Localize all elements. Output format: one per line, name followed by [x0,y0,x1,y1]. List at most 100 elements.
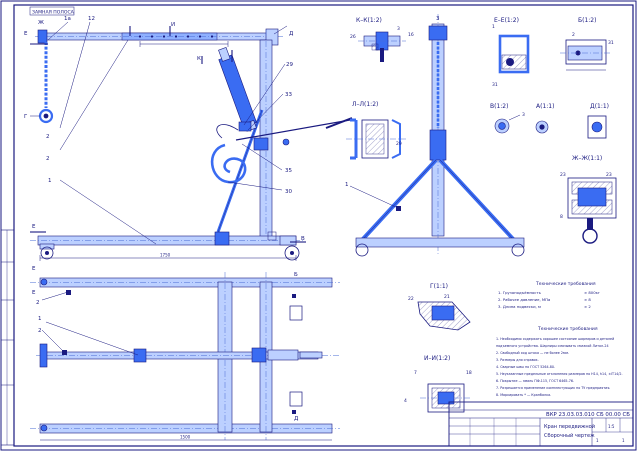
spec-2-value: ≈ 8 [584,297,591,302]
title-sheets: 1 [622,438,625,443]
title-block: ВКР 23.03.03.010 СБ 00.00 СБ Кран передв… [448,401,634,447]
kk-callout-3: 3 [397,26,400,32]
spec-3-value: ≈ 2 [584,304,591,309]
view-kk: К–К(1:2) 26 3 16 [350,17,414,62]
spec-2-label: 2. Рабочее давление, МПа [498,297,550,302]
note-7: 6. Покрытие — эмаль ПФ-115, ГОСТ 6465-76… [496,379,574,383]
view-v: В(1:2) 3 [490,103,525,134]
title-name-2: Сборочный чертеж [544,432,595,439]
view-a-title: А(1:1) [536,103,554,110]
view-b: Б(1:2) 2 31 [560,17,614,71]
front-view: 1750 1а 12 Ж И К [24,16,353,261]
view-ll: Л–Л(1:2) 29 [346,101,406,160]
callout-k: К [197,56,201,62]
plan-callout-d: Д [294,416,299,422]
zhzh-callout-23b: 23 [606,172,612,178]
callout-29: 29 [286,62,293,68]
kk-callout-26: 26 [350,34,356,40]
callout-zh: Ж [38,20,44,26]
view-a: А(1:1) [535,103,554,134]
ii-callout-18: 18 [466,370,472,376]
notes-title: Технические требования [537,326,598,332]
note-3: 2. Свободный ход штока — не более 2мм. [496,351,569,355]
specs-title: Технические требования [535,281,596,287]
ii-callout-7: 7 [414,370,417,376]
callout-g: Г [24,114,28,120]
note-9: 8. Маркировать * — Кранбалка. [496,393,551,397]
view-kk-title: К–К(1:2) [356,17,382,24]
view-d: Д(1:1) [587,103,609,139]
plan-callout-1: 1 [38,316,42,322]
note-2: подъемного устройства. Шарниры смазывать… [496,344,609,348]
v-callout-3: 3 [522,112,525,118]
callout-d: Д [289,31,294,37]
ee-callout-1: 1 [492,24,495,30]
view-d-title: Д(1:1) [590,103,609,110]
g-callout-22: 22 [408,296,414,302]
callout-1: 1 [48,178,52,184]
callout-2a: 2 [46,134,50,140]
top-stamp-text: ЗАМНАЯ ПОЛОСА [32,10,75,16]
plan-length-dim: 1500 [180,435,191,440]
plan-callout-2a: 2 [36,300,40,306]
side-callout-1: 1 [345,182,349,188]
plan-callout-b: Б [294,272,298,278]
spec-1-label: 1. Грузоподъёмность [498,290,542,295]
view-ii-title: И–И(1:2) [424,355,450,362]
callout-12: 12 [88,16,95,22]
front-length-dim: 1750 [160,253,171,258]
side-view: 1 3 [345,14,525,257]
note-4: 3. Размеры для справок. [496,358,539,362]
ii-callout-4: 4 [404,398,407,404]
b-callout-2: 2 [572,32,575,38]
view-ee-title: Е–Е(1:2) [494,17,519,24]
view-g: Г(1:1) 22 21 [408,283,471,331]
zhzh-callout-23: 23 [560,172,566,178]
view-ll-title: Л–Л(1:2) [352,101,378,108]
callout-e1: Е [24,31,28,37]
title-name-1: Кран передвижной [544,423,595,430]
callout-1a: 1а [64,16,71,22]
g-callout-21: 21 [444,294,450,300]
zhzh-callout-b: 8 [560,214,563,220]
plan-view: 1500 Е Е 2 1 2 Б Д [30,266,340,441]
top-stamp: ЗАМНАЯ ПОЛОСА [29,6,75,16]
plan-callout-2b: 2 [38,328,42,334]
view-g-title: Г(1:1) [430,283,448,290]
view-ii: И–И(1:2) 7 18 4 [404,355,472,413]
callout-33: 33 [285,92,292,98]
callout-35: 35 [285,168,292,174]
plan-callout-e2: Е [32,290,36,296]
b-callout-31: 31 [608,40,614,46]
front-caster [39,243,55,260]
title-scale: 1:5 [608,424,615,429]
spec-1-value: ≈ 800кг [584,290,600,295]
view-zhzh-title: Ж–Ж(1:1) [572,155,602,162]
callout-2b: 2 [46,156,50,162]
ll-callout-29: 29 [396,141,402,147]
tech-notes: Технические требования 1. Необходимо сод… [496,326,623,397]
view-v-title: В(1:2) [490,103,508,110]
view-b-title: Б(1:2) [578,17,596,24]
rear-caster [267,231,300,261]
note-6: 5. Неуказанные предельные отклонения раз… [496,372,623,376]
tech-specs: Технические требования 1. Грузоподъёмнос… [498,281,600,309]
plan-pump [251,347,323,363]
side-callout-3: 3 [436,16,440,22]
plan-callout-e1: Е [32,266,36,272]
view-ee: Е–Е(1:2) 1 31 [492,17,530,88]
title-sheet: 1 [596,438,599,443]
spec-3-label: 3. Длина подвески, м [498,304,541,309]
callout-i: И [171,22,175,28]
front-leaders [30,21,306,245]
ee-callout-31: 31 [492,82,498,88]
note-8: 7. Разрешается применение комплектующих … [496,386,610,390]
title-code: ВКР 23.03.03.010 СБ 00.00 СБ [546,412,630,418]
hydraulic-cylinder [218,47,257,132]
view-zhzh: Ж–Ж(1:1) 23 23 8 [560,155,617,244]
callout-e2: Е [32,224,36,230]
kk-callout-16: 16 [408,32,414,38]
callout-30: 30 [285,189,292,195]
